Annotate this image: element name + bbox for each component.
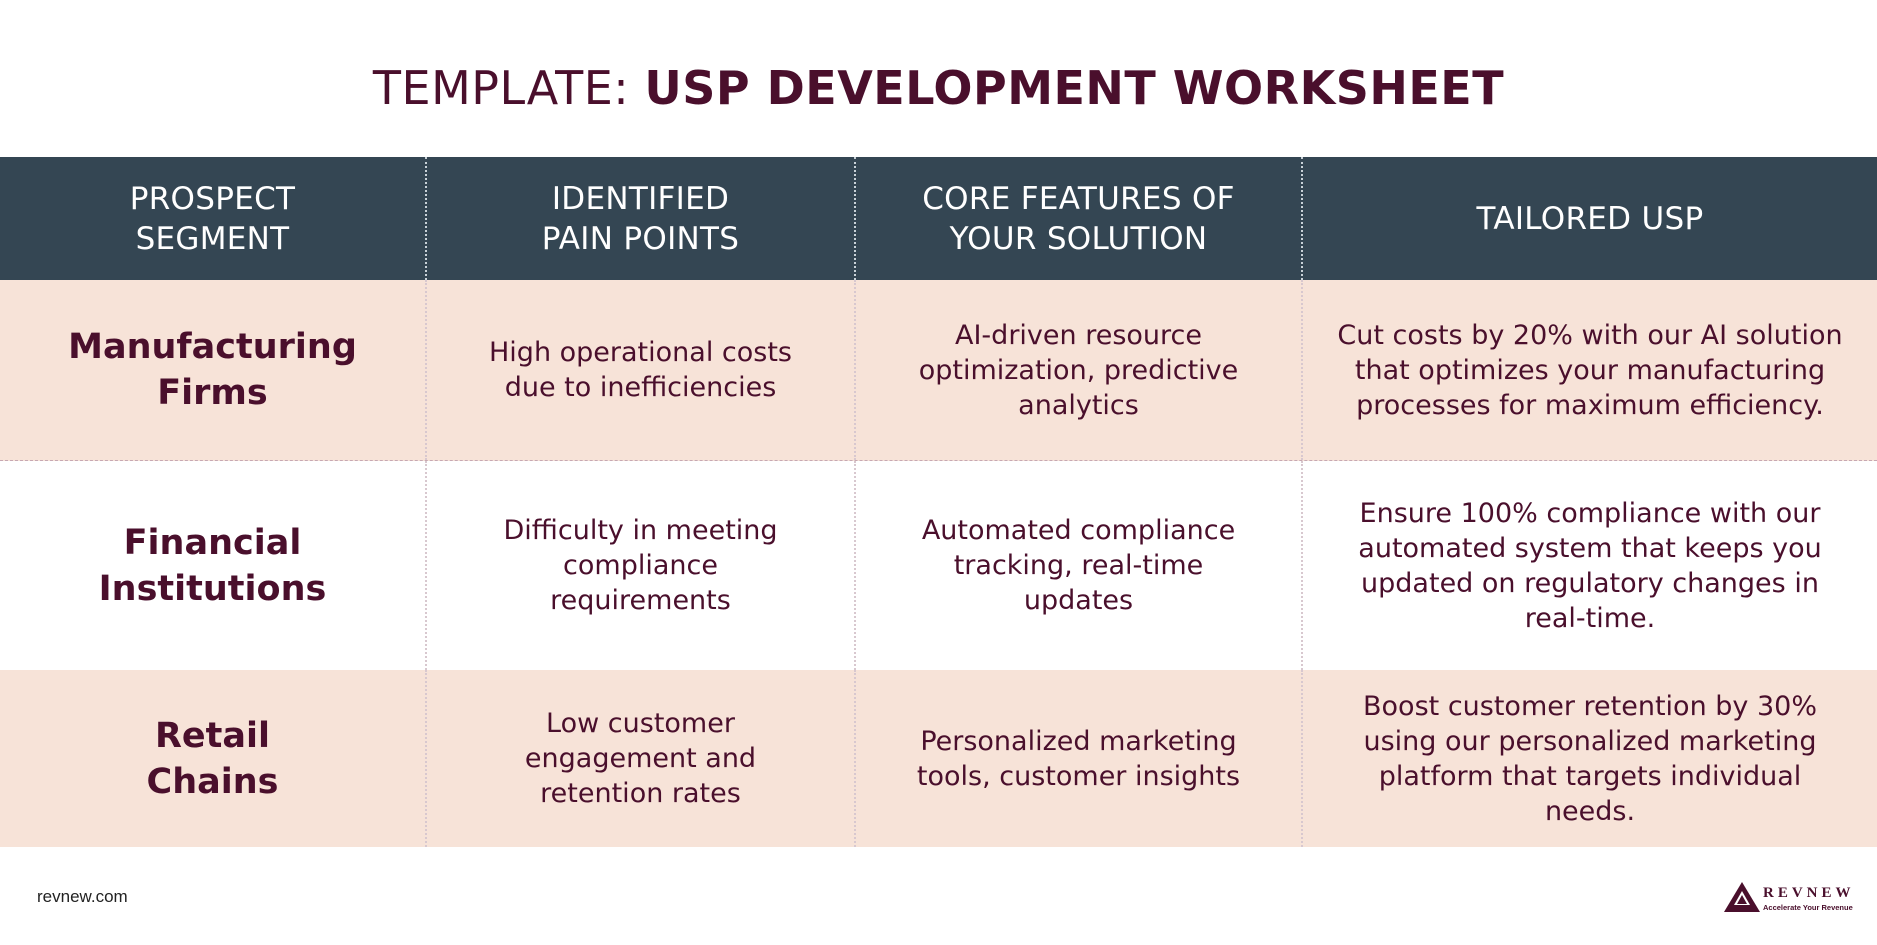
mountain-peak-icon — [1724, 882, 1760, 912]
pain-point-cell: Low customer engagement and retention ra… — [425, 670, 854, 847]
segment-name: Financial Institutions — [98, 522, 327, 609]
header-core-features: CORE FEATURES OF YOUR SOLUTION — [854, 157, 1301, 280]
revnew-logo: REVNEW Accelerate Your Revenue — [1723, 880, 1863, 920]
logo-tagline: Accelerate Your Revenue — [1763, 903, 1853, 912]
header-prospect-segment: PROSPECT SEGMENT — [129, 180, 296, 257]
table-row: Retail Chains Low customer engagement an… — [0, 670, 1877, 847]
title-main: USP DEVELOPMENT WORKSHEET — [644, 61, 1505, 115]
table-row: Manufacturing Firms High operational cos… — [0, 280, 1877, 461]
segment-cell: Retail Chains — [0, 670, 425, 847]
segment-name: Manufacturing Firms — [68, 327, 357, 413]
logo-wordmark: REVNEW — [1763, 885, 1855, 901]
usp-cell: Cut costs by 20% with our AI solution th… — [1301, 280, 1877, 460]
header-tailored-usp: TAILORED USP — [1301, 157, 1877, 280]
features-cell: Personalized marketing tools, customer i… — [854, 670, 1301, 847]
usp-cell: Boost customer retention by 30% using ou… — [1301, 670, 1877, 847]
footer-url: revnew.com — [37, 887, 128, 906]
pain-point-cell: High operational costs due to inefficien… — [425, 280, 854, 460]
pain-point-cell: Difficulty in meeting compliance require… — [425, 461, 854, 670]
page-title: TEMPLATE: USP DEVELOPMENT WORKSHEET — [0, 58, 1877, 118]
features-cell: AI-driven resource optimization, predict… — [854, 280, 1301, 460]
table-row: Financial Institutions Difficulty in mee… — [0, 461, 1877, 670]
header-pain-points: IDENTIFIED PAIN POINTS — [425, 157, 854, 280]
usp-worksheet-table: PROSPECT SEGMENT IDENTIFIED PAIN POINTS … — [0, 157, 1877, 847]
title-prefix: TEMPLATE: — [372, 61, 645, 115]
segment-cell: Manufacturing Firms — [0, 280, 425, 460]
segment-cell: Financial Institutions — [0, 461, 425, 670]
segment-name: Retail Chains — [146, 715, 279, 802]
features-cell: Automated compliance tracking, real-time… — [854, 461, 1301, 670]
table-header-row: PROSPECT SEGMENT IDENTIFIED PAIN POINTS … — [0, 157, 1877, 280]
usp-cell: Ensure 100% compliance with our automate… — [1301, 461, 1877, 670]
